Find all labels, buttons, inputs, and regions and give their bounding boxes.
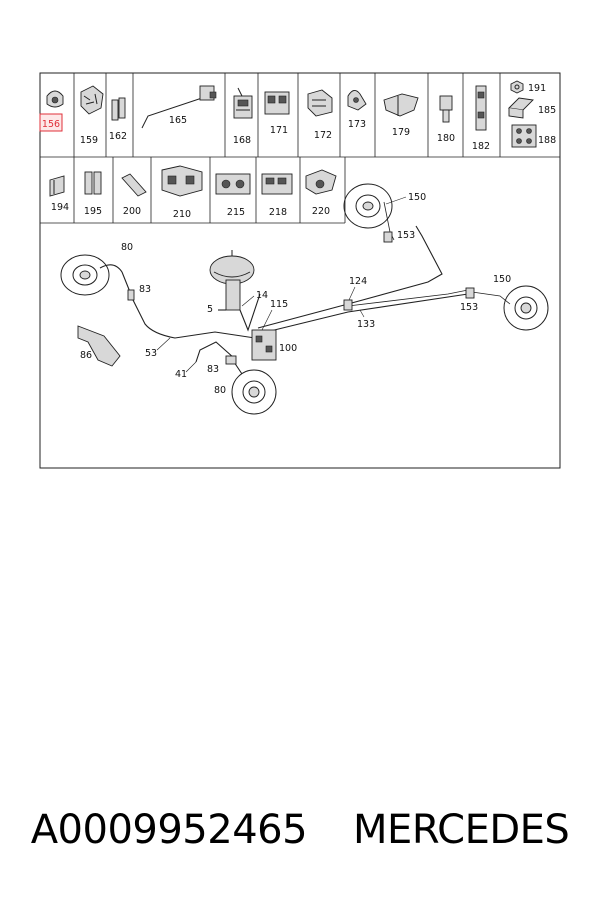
callout-185[interactable]: 185 — [538, 105, 556, 116]
part-173-drawing — [347, 90, 367, 111]
line-53 — [132, 299, 256, 339]
callout-86[interactable]: 86 — [80, 350, 92, 361]
leader-41 — [185, 361, 197, 373]
disc-front-right — [231, 369, 277, 415]
callout-162[interactable]: 162 — [109, 131, 127, 142]
part-215-drawing — [215, 173, 251, 195]
part-220-drawing — [305, 169, 337, 195]
brand-name: MERCEDES — [353, 807, 570, 853]
fitting-83-right — [225, 355, 237, 365]
fitting-153-upper — [383, 231, 393, 243]
callout-210[interactable]: 210 — [173, 209, 191, 220]
distributor-block — [251, 329, 277, 361]
diagram-frame — [39, 72, 561, 469]
callout-80-upper[interactable]: 80 — [121, 242, 133, 253]
disc-rear-right — [503, 285, 549, 331]
callout-159[interactable]: 159 — [80, 135, 98, 146]
callout-100[interactable]: 100 — [279, 343, 297, 354]
part-185-drawing — [508, 97, 534, 119]
callout-156[interactable]: 156 — [42, 119, 60, 130]
callout-53[interactable]: 53 — [145, 348, 157, 359]
part-182-drawing — [475, 85, 487, 131]
callout-133[interactable]: 133 — [357, 319, 375, 330]
callout-153-upper[interactable]: 153 — [397, 230, 415, 241]
hose-rear-right — [471, 291, 511, 305]
brake-booster — [209, 250, 255, 311]
callout-171[interactable]: 171 — [270, 125, 288, 136]
part-180-drawing — [439, 95, 453, 123]
part-179-drawing — [383, 93, 419, 117]
part-200-drawing — [121, 173, 147, 197]
callout-180[interactable]: 180 — [437, 133, 455, 144]
part-188-drawing — [511, 124, 537, 148]
line-133 — [257, 293, 469, 335]
leader-53 — [156, 337, 171, 351]
part-159-drawing — [80, 85, 104, 115]
callout-200[interactable]: 200 — [123, 206, 141, 217]
callout-165[interactable]: 165 — [169, 115, 187, 126]
callout-83-upper[interactable]: 83 — [139, 284, 151, 295]
callout-14[interactable]: 14 — [256, 290, 268, 301]
callout-41[interactable]: 41 — [175, 369, 187, 380]
hose-front-left — [99, 264, 131, 293]
part-165-drawing — [141, 85, 217, 129]
callout-191[interactable]: 191 — [528, 83, 546, 94]
leader-14 — [241, 295, 255, 307]
leader-150-upper — [385, 196, 407, 205]
parts-diagram: 156 159 162 165 168 171 172 173 179 180 … — [39, 72, 561, 469]
callout-115[interactable]: 115 — [270, 299, 288, 310]
leader-115 — [261, 309, 273, 331]
fitting-153-right — [465, 287, 475, 299]
part-218-drawing — [261, 173, 293, 195]
callout-194[interactable]: 194 — [51, 202, 69, 213]
part-156-drawing — [46, 90, 64, 108]
callout-220[interactable]: 220 — [312, 206, 330, 217]
part-172-drawing — [307, 89, 333, 117]
callout-195[interactable]: 195 — [84, 206, 102, 217]
part-171-drawing — [264, 91, 290, 115]
callout-153-right[interactable]: 153 — [460, 302, 478, 313]
part-191-drawing — [510, 80, 524, 94]
callout-172[interactable]: 172 — [314, 130, 332, 141]
line-124 — [257, 225, 443, 329]
leader-133 — [359, 309, 365, 318]
callout-150-upper[interactable]: 150 — [408, 192, 426, 203]
disc-rear-upper — [343, 183, 393, 229]
bracket-86 — [77, 325, 121, 367]
part-162-drawing — [111, 97, 126, 121]
callout-215[interactable]: 215 — [227, 207, 245, 218]
product-caption: A0009952465 MERCEDES — [0, 800, 600, 860]
callout-182[interactable]: 182 — [472, 141, 490, 152]
callout-83-lower[interactable]: 83 — [207, 364, 219, 375]
callout-188[interactable]: 188 — [538, 135, 556, 146]
part-194-drawing — [49, 175, 65, 197]
line-14 — [239, 293, 261, 332]
part-210-drawing — [161, 165, 203, 197]
leader-124 — [348, 286, 356, 301]
callout-5[interactable]: 5 — [207, 304, 213, 315]
selected-part-highlight — [39, 113, 63, 132]
callout-124[interactable]: 124 — [349, 276, 367, 287]
callout-150-right[interactable]: 150 — [493, 274, 511, 285]
clip-124 — [343, 299, 353, 311]
callout-218[interactable]: 218 — [269, 207, 287, 218]
part-168-drawing — [233, 87, 253, 119]
parts-grid-row-2 — [40, 157, 346, 224]
callout-173[interactable]: 173 — [348, 119, 366, 130]
callout-168[interactable]: 168 — [233, 135, 251, 146]
part-number: A0009952465 — [30, 807, 308, 853]
line-rear-right — [347, 289, 469, 307]
disc-front-left — [60, 254, 110, 296]
callout-179[interactable]: 179 — [392, 127, 410, 138]
line-41 — [195, 341, 235, 363]
part-195-drawing — [84, 171, 102, 195]
callout-80-lower[interactable]: 80 — [214, 385, 226, 396]
fitting-83-left — [127, 289, 135, 301]
